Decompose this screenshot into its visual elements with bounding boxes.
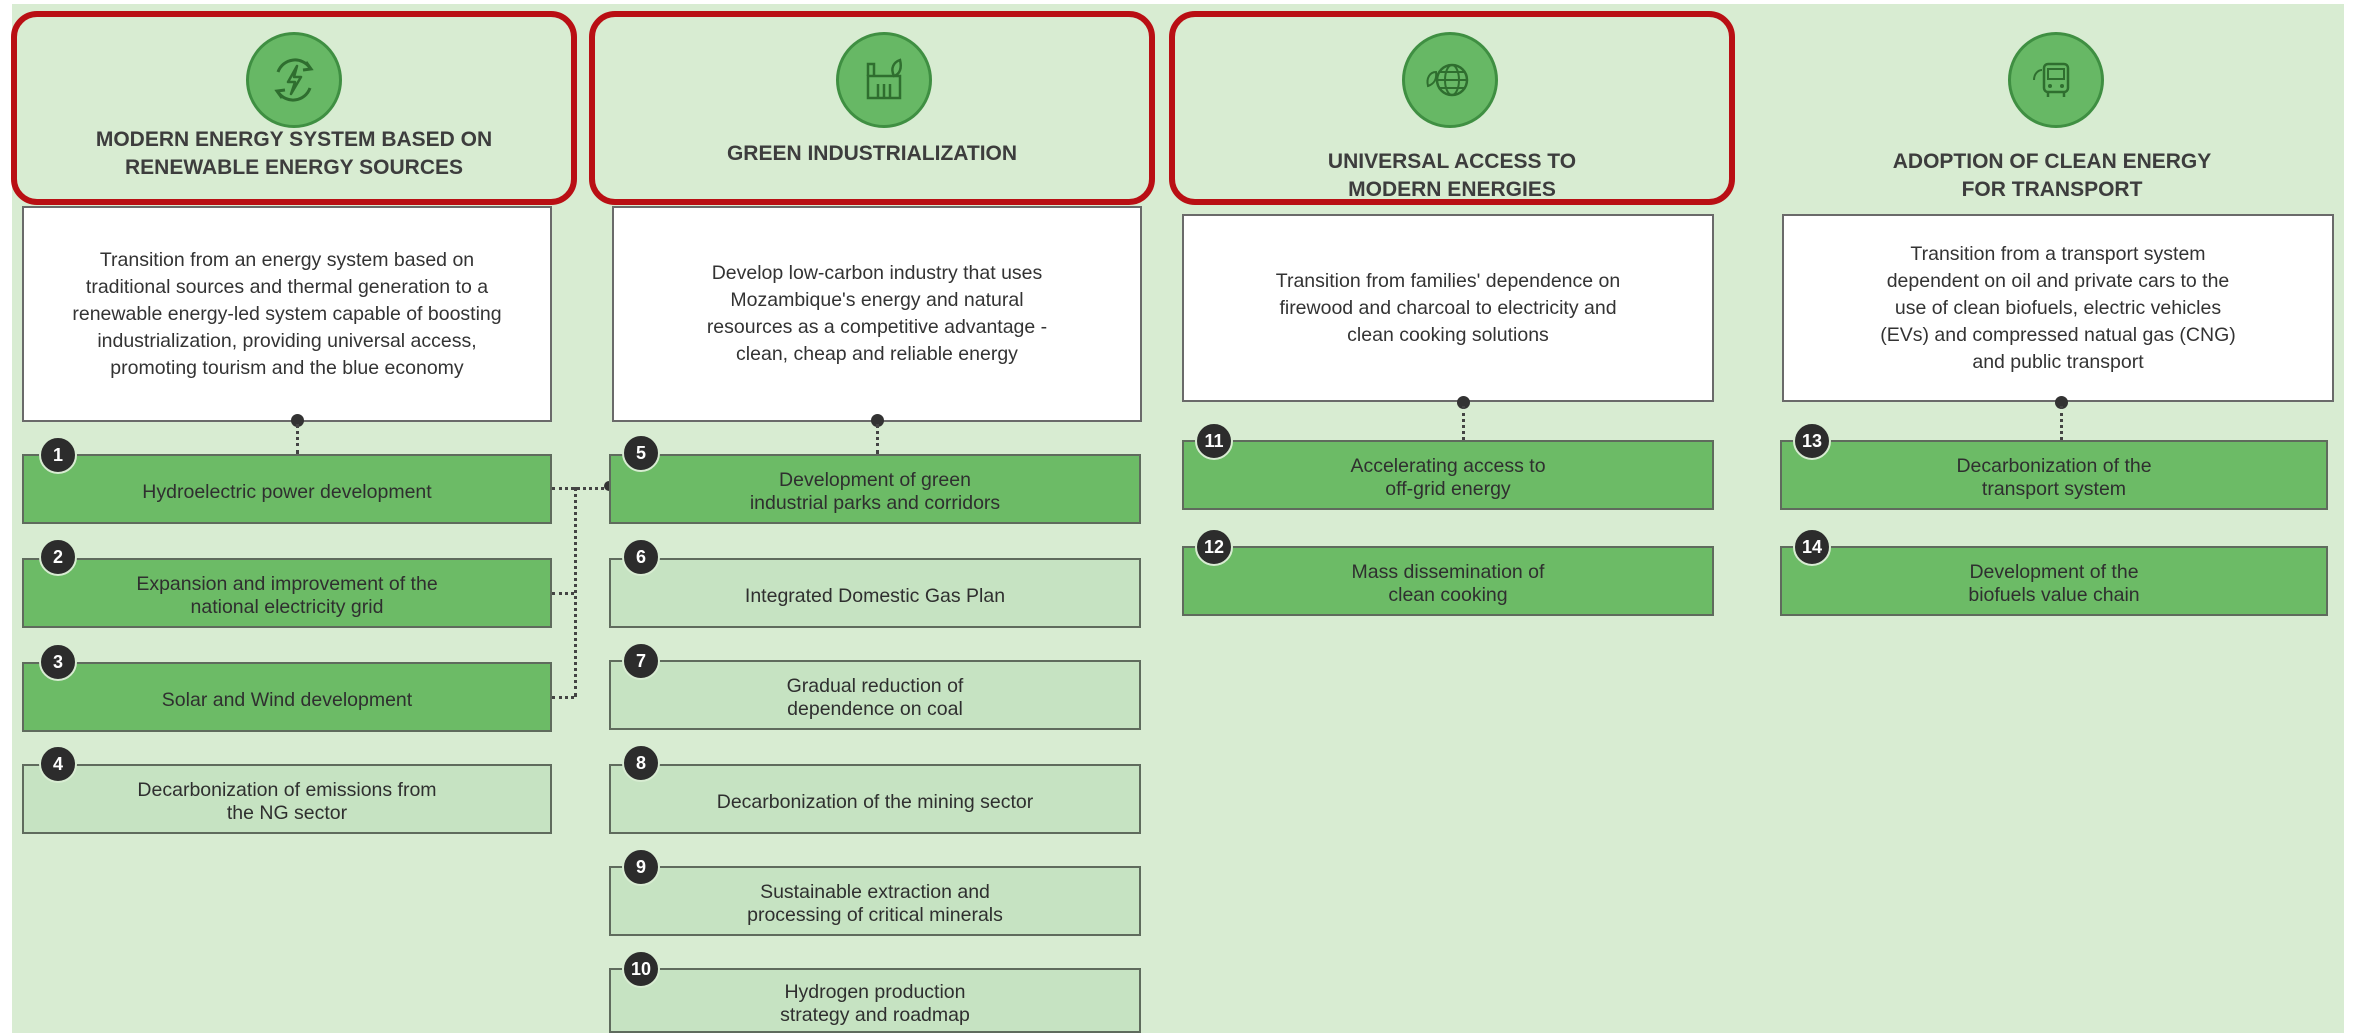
pillar-1-description: Transition from an energy system based o…	[22, 206, 552, 422]
item-5: Development of green industrial parks an…	[609, 454, 1141, 524]
pillar-2-connector	[876, 424, 879, 454]
item-7: Gradual reduction of dependence on coal	[609, 660, 1141, 730]
pillar-3-connector	[1462, 406, 1465, 440]
item-4-badge: 4	[39, 745, 77, 783]
item-14: Development of the biofuels value chain	[1780, 546, 2328, 616]
item-1-badge: 1	[39, 436, 77, 474]
item-1: Hydroelectric power development	[22, 454, 552, 524]
link-vertical	[574, 487, 577, 697]
link-3	[552, 696, 574, 699]
pillar-1-title: MODERN ENERGY SYSTEM BASED ON RENEWABLE …	[95, 128, 493, 179]
item-11-badge: 11	[1195, 422, 1233, 460]
pillar-2-title: GREEN INDUSTRIALIZATION	[726, 142, 1018, 165]
item-6-badge: 6	[622, 538, 660, 576]
item-13: Decarbonization of the transport system	[1780, 440, 2328, 510]
item-2-badge: 2	[39, 538, 77, 576]
link-2	[552, 592, 574, 595]
item-10-badge: 10	[622, 950, 660, 988]
item-8-badge: 8	[622, 744, 660, 782]
factory-icon	[836, 32, 932, 128]
globe-leaf-icon	[1402, 32, 1498, 128]
pillar-1-connector-knob	[291, 414, 304, 427]
item-13-badge: 13	[1793, 422, 1831, 460]
item-11: Accelerating access to off-grid energy	[1182, 440, 1714, 510]
item-4: Decarbonization of emissions from the NG…	[22, 764, 552, 834]
item-12-badge: 12	[1195, 528, 1233, 566]
pillar-4-connector	[2060, 406, 2063, 440]
item-3-badge: 3	[39, 643, 77, 681]
energy-cycle-icon	[246, 32, 342, 128]
pillar-3-title: UNIVERSAL ACCESS TO MODERN ENERGIES	[1327, 150, 1577, 201]
item-8: Decarbonization of the mining sector	[609, 764, 1141, 834]
item-2: Expansion and improvement of the nationa…	[22, 558, 552, 628]
pillar-2-connector-knob	[871, 414, 884, 427]
pillar-1-connector	[296, 424, 299, 454]
item-9: Sustainable extraction and processing of…	[609, 866, 1141, 936]
item-14-badge: 14	[1793, 528, 1831, 566]
item-9-badge: 9	[622, 848, 660, 886]
pillar-3-connector-knob	[1457, 396, 1470, 409]
bus-icon	[2008, 32, 2104, 128]
item-5-badge: 5	[622, 434, 660, 472]
pillar-2-description: Develop low-carbon industry that uses Mo…	[612, 206, 1142, 422]
item-12: Mass dissemination of clean cooking	[1182, 546, 1714, 616]
item-6: Integrated Domestic Gas Plan	[609, 558, 1141, 628]
pillar-4-connector-knob	[2055, 396, 2068, 409]
item-3: Solar and Wind development	[22, 662, 552, 732]
item-10: Hydrogen production strategy and roadmap	[609, 968, 1141, 1033]
link-1-5	[552, 487, 610, 490]
pillar-4-description: Transition from a transport system depen…	[1782, 214, 2334, 402]
item-7-badge: 7	[622, 642, 660, 680]
pillar-3-description: Transition from families' dependence on …	[1182, 214, 1714, 402]
pillar-4-title: ADOPTION OF CLEAN ENERGY FOR TRANSPORT	[1892, 150, 2212, 201]
